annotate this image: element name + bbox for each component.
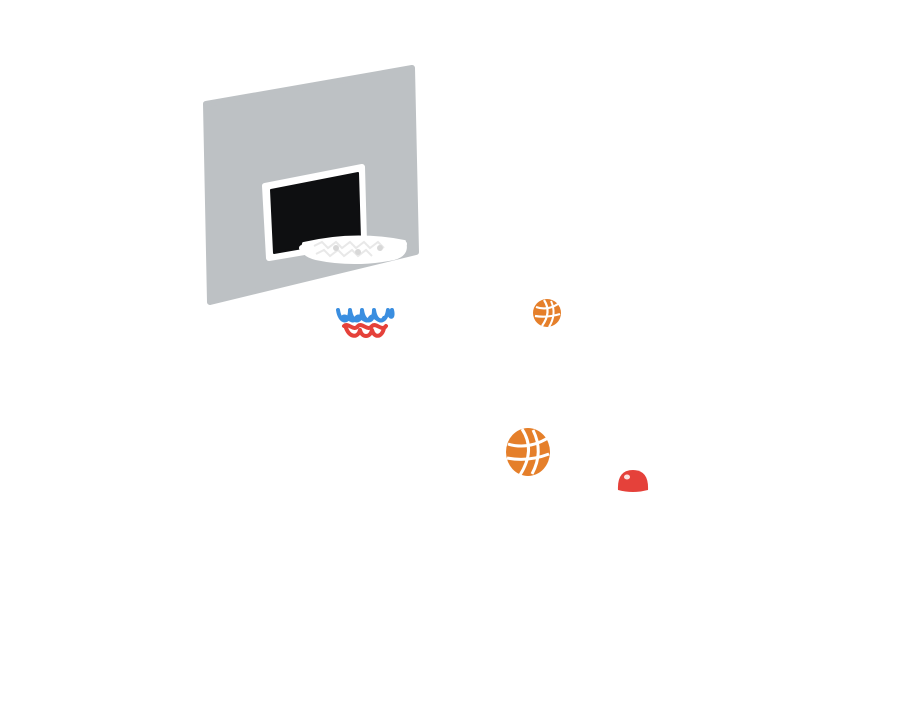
basketball-far[interactable]: [530, 296, 564, 330]
hoop-net: [336, 308, 395, 338]
basketball-near[interactable]: [502, 424, 554, 480]
backboard: [203, 65, 419, 305]
net-top: [336, 308, 395, 323]
net-bottom: [342, 323, 388, 338]
hoop-rim: [301, 235, 407, 264]
launch-button[interactable]: [613, 464, 653, 496]
